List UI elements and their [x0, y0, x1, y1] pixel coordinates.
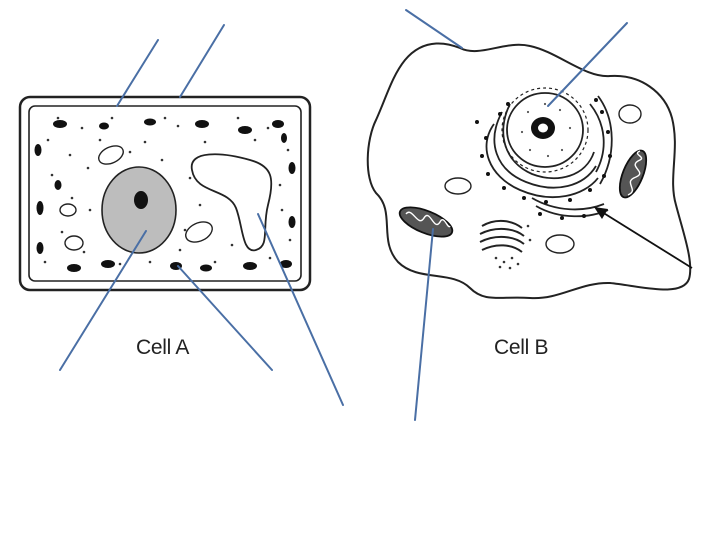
- cell-a-nucleus: [102, 167, 176, 253]
- cell-b-nucleolus: [531, 117, 555, 139]
- cell-a-nucleolus: [134, 191, 148, 209]
- pointer-line-b-cell-membrane: [406, 10, 462, 48]
- cell-b-label: Cell B: [494, 336, 548, 360]
- pointer-line-a-cell-membrane: [180, 25, 224, 97]
- cell-a-drawing: [20, 97, 310, 290]
- cell-b-drawing: [368, 43, 691, 298]
- cell-a-label: Cell A: [136, 336, 189, 360]
